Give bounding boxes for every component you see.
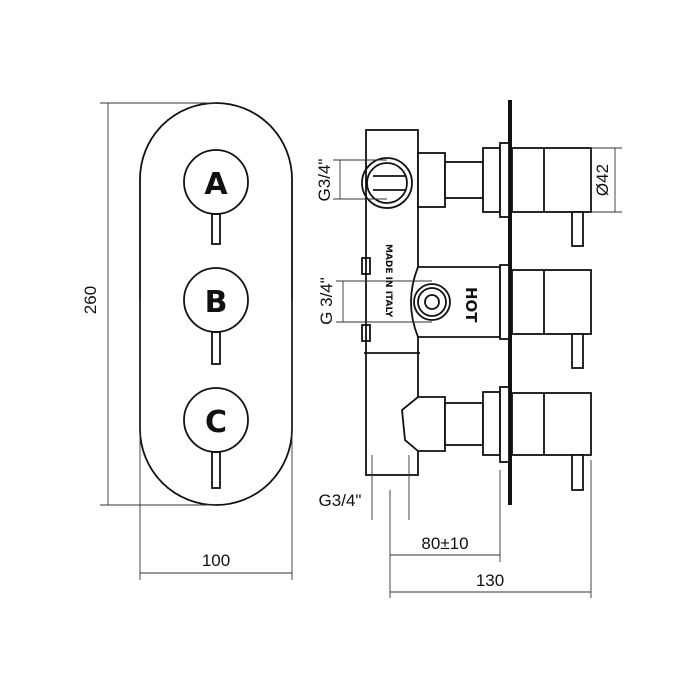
dimension-handle-diameter: Ø42 [591, 147, 622, 213]
dimension-height: 260 [81, 102, 216, 506]
dimension-depth-adjust: 80±10 [389, 470, 501, 598]
handle-diameter-label: Ø42 [593, 164, 612, 196]
dimension-thread-bottom: G3/4" [319, 455, 410, 520]
thread-bottom-label: G3/4" [319, 491, 362, 510]
front-view: A B C [139, 102, 293, 506]
dimension-total-depth: 130 [390, 460, 592, 598]
thread-top-label: G3/4" [315, 159, 334, 202]
depth-adjust-label: 80±10 [421, 534, 468, 553]
dimension-width-label: 100 [202, 551, 230, 570]
handle-a: A [183, 149, 249, 245]
side-view: MADE IN ITALY HOT [361, 100, 592, 505]
dimension-thread-top: G3/4" [315, 159, 387, 202]
handle-b: B [183, 267, 249, 365]
dimension-thread-middle: G 3/4" [317, 277, 432, 325]
handle-c-label: C [205, 405, 227, 440]
hot-label: HOT [462, 287, 480, 323]
total-depth-label: 130 [476, 571, 504, 590]
handle-a-label: A [204, 167, 228, 202]
dimension-width: 100 [139, 300, 293, 580]
thread-middle-label: G 3/4" [317, 277, 336, 325]
dimension-height-label: 260 [81, 286, 100, 314]
handle-c: C [183, 387, 249, 489]
handle-b-label: B [205, 285, 228, 320]
